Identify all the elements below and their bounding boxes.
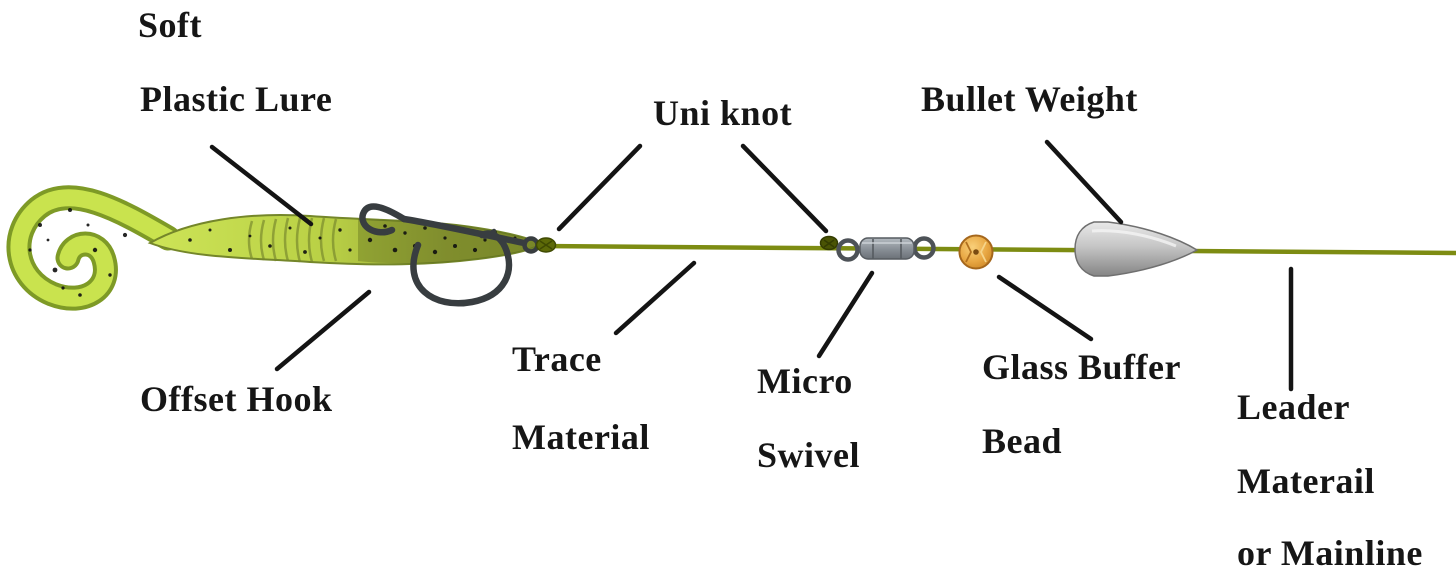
label-trace-material-line-1: Trace: [512, 339, 602, 379]
uni-knot-left-illustration: [535, 237, 557, 253]
uni-knot-right-illustration: [819, 235, 839, 251]
soft-plastic-lure-illustration: [6, 185, 543, 311]
micro-swivel-illustration: [836, 236, 936, 262]
fishing-line: [539, 243, 1456, 256]
offset-hook-illustration: [359, 203, 540, 307]
label-uni-knot: Uni knot: [653, 93, 793, 133]
label-glass-buffer-bead-line-2: Bead: [982, 421, 1063, 461]
label-leader-material-line-1: Leader: [1237, 387, 1350, 427]
label-bullet-weight: Bullet Weight: [921, 79, 1138, 119]
pointer-uni-knot-right: [740, 143, 829, 234]
pointer-offset-hook: [274, 289, 372, 372]
pointer-uni-knot-left: [556, 143, 643, 232]
label-micro-swivel-line-2: Swivel: [757, 435, 861, 475]
pointer-lines: [209, 139, 1294, 392]
label-leader-material-line-3: or Mainline: [1237, 533, 1423, 573]
pointer-micro-swivel: [816, 270, 875, 359]
pointer-trace-material: [613, 260, 697, 336]
label-soft-plastic-lure-line-2: Plastic Lure: [140, 79, 333, 119]
bullet-weight-illustration: [1074, 221, 1199, 277]
label-micro-swivel-line-1: Micro: [757, 361, 853, 401]
glass-buffer-bead-illustration: [958, 234, 994, 270]
pointer-glass-buffer-bead: [996, 274, 1094, 342]
label-glass-buffer-bead-line-1: Glass Buffer: [982, 347, 1181, 387]
pointer-bullet-weight: [1044, 139, 1124, 225]
label-offset-hook: Offset Hook: [140, 379, 333, 419]
label-leader-material-line-2: Materail: [1237, 461, 1375, 501]
label-trace-material-line-2: Material: [512, 417, 650, 457]
pointer-soft-plastic-lure: [209, 144, 314, 227]
label-soft-plastic-lure-line-1: Soft: [138, 5, 202, 45]
